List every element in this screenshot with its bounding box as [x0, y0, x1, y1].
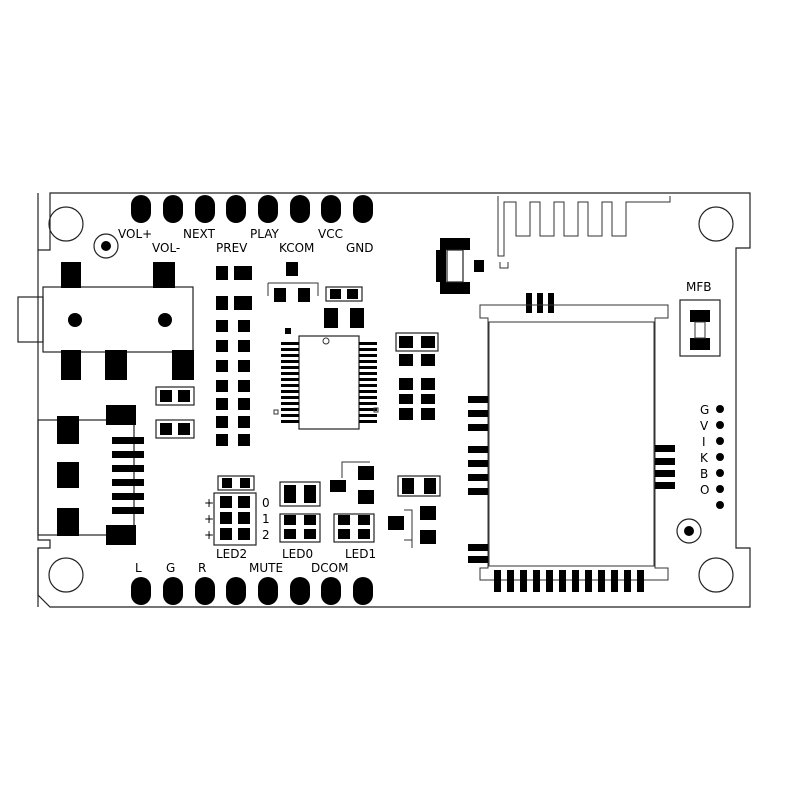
side-label-o: O [700, 483, 709, 497]
label-mfb: MFB [686, 280, 712, 294]
pcb-antenna [497, 196, 671, 269]
led-sign-1: + [204, 512, 214, 526]
label-g: G [166, 561, 175, 575]
label-led0: LED0 [282, 547, 313, 561]
crystal-component [436, 238, 484, 294]
led-sign-2: + [204, 528, 214, 542]
label-r: R [198, 561, 206, 575]
side-label-i: I [702, 435, 706, 449]
bottom-header-pads [131, 577, 373, 605]
label-prev: PREV [216, 241, 248, 255]
label-vcc: VCC [318, 227, 343, 241]
led-number-1: 1 [262, 512, 270, 526]
top-header-labels: VOL+ NEXT PLAY VCC VOL- PREV KCOM GND [118, 227, 374, 255]
regulator-bottom [330, 461, 374, 504]
label-led1: LED1 [345, 547, 376, 561]
led-sign-0: + [204, 496, 214, 510]
usb-connector [37, 405, 144, 545]
mosfet-bottom [388, 475, 441, 548]
label-dcom: DCOM [311, 561, 348, 575]
led-number-0: 0 [262, 496, 270, 510]
led-labels: + + + 0 1 2 LED2 LED0 LED1 [204, 496, 376, 561]
led-block [213, 475, 375, 546]
ic-right-pins [359, 342, 377, 423]
bluetooth-module [468, 293, 675, 592]
label-led2: LED2 [216, 547, 247, 561]
side-label-g: G [700, 403, 709, 417]
label-vol-minus: VOL- [152, 241, 180, 255]
transistor-top [267, 262, 319, 302]
led-number-2: 2 [262, 528, 270, 542]
ic-left-pins [281, 342, 299, 423]
label-mute: MUTE [249, 561, 283, 575]
main-ic [273, 328, 379, 430]
side-pin-header: G V I K B O [700, 403, 724, 509]
passive-column-left [216, 266, 252, 446]
bottom-header-labels: L G R MUTE DCOM [135, 561, 348, 575]
mounting-holes [48, 206, 734, 593]
audio-jack [17, 262, 194, 380]
jack-caps [155, 386, 195, 439]
label-next: NEXT [183, 227, 216, 241]
label-vol-plus: VOL+ [118, 227, 152, 241]
label-l: L [135, 561, 142, 575]
top-header-pads [131, 195, 373, 223]
ic-caps [324, 286, 364, 328]
side-label-k: K [700, 451, 709, 465]
label-play: PLAY [250, 227, 279, 241]
passive-column-right [395, 332, 439, 420]
label-kcom: KCOM [279, 241, 314, 255]
board-outline [37, 192, 751, 608]
side-label-b: B [700, 467, 708, 481]
side-label-v: V [700, 419, 709, 433]
label-gnd: GND [346, 241, 374, 255]
mfb-button: MFB [679, 280, 721, 357]
passive-column-mid [238, 266, 252, 310]
